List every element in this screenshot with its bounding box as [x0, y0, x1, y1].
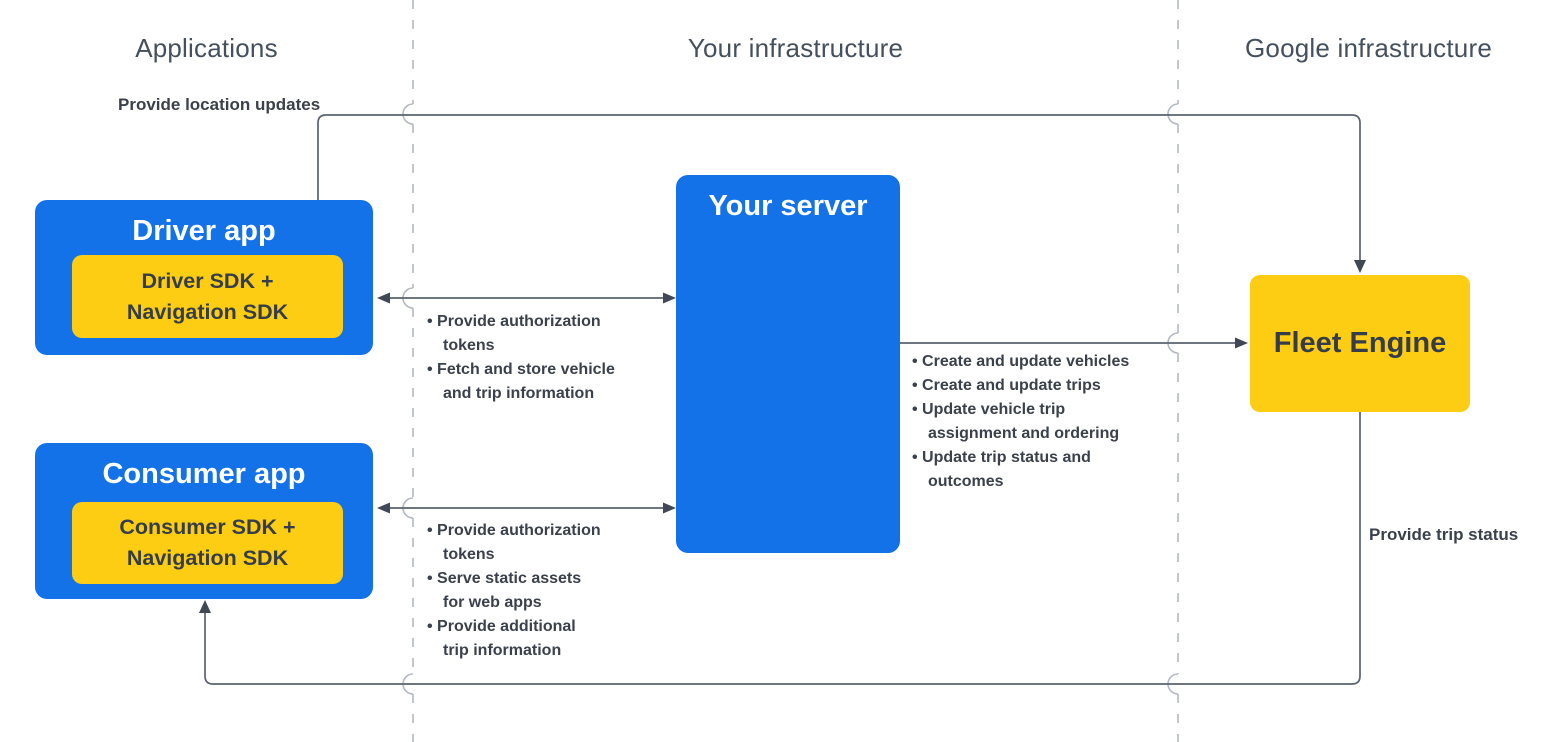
node-your-server: Your server	[676, 175, 900, 553]
column-header-your-infrastructure: Your infrastructure	[687, 33, 904, 63]
list-item: Create and update trips	[912, 374, 1187, 398]
list-item: Provide authorization tokens	[427, 310, 662, 358]
arrowhead-into-fleet-engine-left	[1235, 337, 1248, 349]
fleet-engine-title: Fleet Engine	[1273, 327, 1447, 359]
label-provide-location-updates: Provide location updates	[118, 95, 321, 114]
arrowhead-into-server-upper	[663, 292, 676, 304]
node-consumer-app: Consumer app Consumer SDK + Navigation S…	[35, 443, 373, 599]
list-item: Provide additional trip information	[427, 615, 662, 663]
list-item: Serve static assets for web apps	[427, 567, 662, 615]
driver-app-title: Driver app	[132, 215, 276, 247]
your-server-title: Your server	[708, 190, 868, 222]
list-item: Create and update vehicles	[912, 350, 1187, 374]
node-fleet-engine: Fleet Engine	[1250, 275, 1470, 412]
list-item: Update vehicle trip assignment and order…	[912, 398, 1187, 446]
arrowhead-into-consumer-app-bottom	[199, 600, 211, 613]
label-provide-trip-status: Provide trip status	[1369, 525, 1519, 544]
edge-provide-trip-status	[204, 412, 1361, 685]
edge-provide-location-updates	[317, 114, 1361, 261]
list-item: Update trip status and outcomes	[912, 446, 1187, 494]
arrowhead-into-fleet-engine-top	[1354, 260, 1366, 273]
node-driver-sdk: Driver SDK + Navigation SDK	[72, 255, 343, 338]
arrowhead-into-server-lower	[663, 502, 676, 514]
list-driver-server-responsibilities: Provide authorization tokens Fetch and s…	[427, 310, 662, 406]
arrowhead-into-driver-app	[377, 292, 390, 304]
list-item: Fetch and store vehicle and trip informa…	[427, 358, 662, 406]
arrowhead-into-consumer-app	[377, 502, 390, 514]
list-consumer-server-responsibilities: Provide authorization tokens Serve stati…	[427, 519, 662, 663]
node-consumer-sdk: Consumer SDK + Navigation SDK	[72, 502, 343, 584]
list-item: Provide authorization tokens	[427, 519, 662, 567]
column-header-applications: Applications	[135, 33, 278, 63]
column-header-google-infrastructure: Google infrastructure	[1245, 33, 1492, 63]
node-driver-app: Driver app Driver SDK + Navigation SDK	[35, 200, 373, 355]
consumer-app-title: Consumer app	[102, 458, 306, 490]
list-server-fleet-responsibilities: Create and update vehicles Create and up…	[912, 350, 1187, 494]
